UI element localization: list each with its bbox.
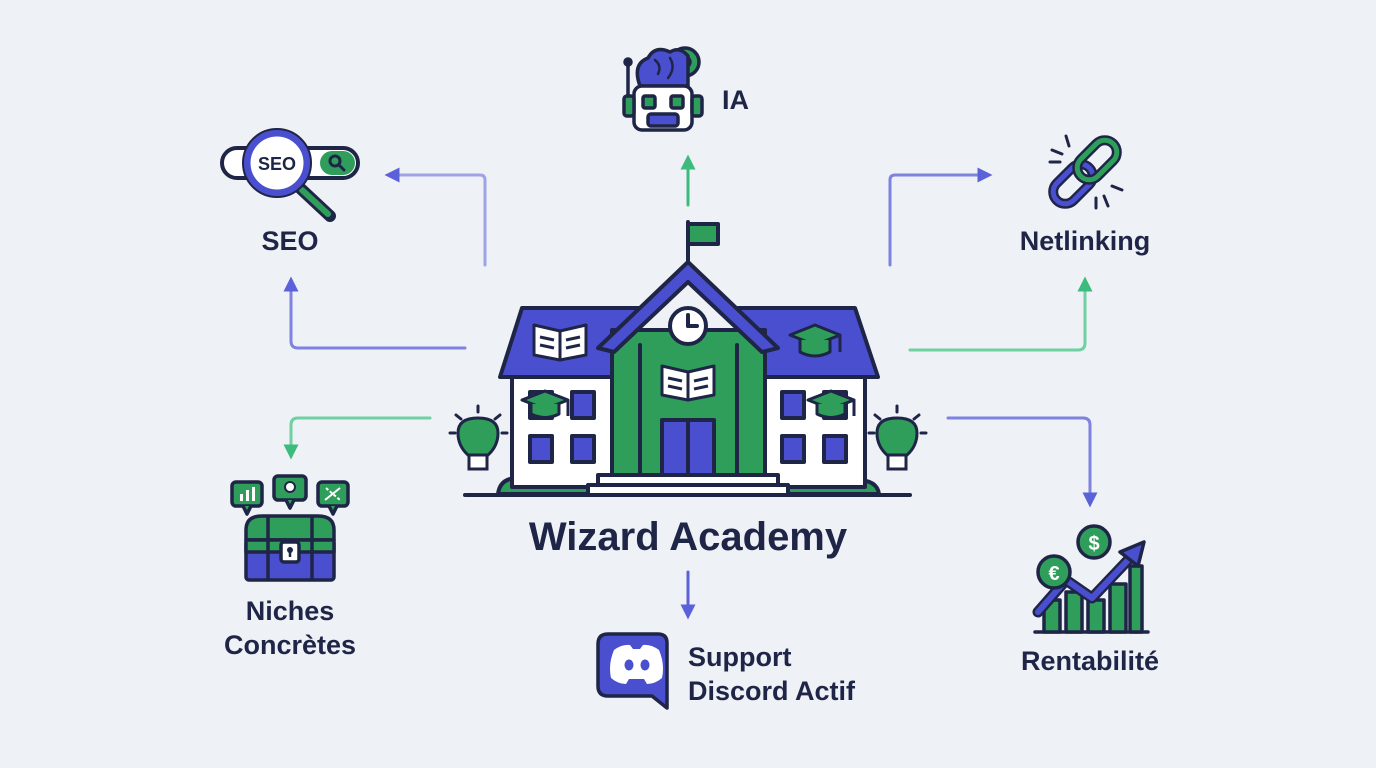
svg-text:€: € [1048,563,1059,585]
open-book-icon [532,323,588,362]
arrow-to-seo-lower [283,276,467,350]
open-book-icon [660,364,716,402]
node-label-discord: Support Discord Actif [688,640,855,708]
node-label-ia: IA [722,85,749,115]
discord-icon [596,632,669,710]
graduation-cap-icon [788,323,842,358]
school-building-icon [463,220,912,497]
node-label-niches-line1: Niches [245,596,335,626]
connectors [283,154,1098,620]
center-title: Wizard Academy [528,515,848,559]
seo-search-icon: SEO [220,128,360,222]
arrow-to-niches [283,416,432,460]
chain-link-icon [1048,134,1124,210]
lightbulb-icon [448,404,509,471]
seo-badge-text: SEO [258,154,296,174]
node-label-netlinking: Netlinking [1019,226,1151,256]
growth-chart-icon: € $ [1032,524,1150,634]
arrow-to-seo-upper [384,167,487,267]
node-label-discord-line2: Discord Actif [688,676,856,706]
svg-text:$: $ [1088,533,1099,555]
clock-icon [668,306,708,346]
graduation-cap-icon [520,389,570,419]
node-label-rentabilite: Rentabilité [1020,646,1160,676]
treasure-chest-icon [230,474,350,582]
arrow-to-netlinking-upper [888,167,993,267]
node-label-seo: SEO [261,226,319,256]
node-label-discord-line1: Support [688,642,792,672]
node-label-niches: Niches Concrètes [200,594,380,662]
node-label-niches-line2: Concrètes [223,630,357,660]
graduation-cap-icon [806,389,856,419]
arrow-to-netlinking-lower [908,276,1093,352]
arrow-to-rentabilite [946,416,1098,508]
flag-icon [686,222,720,246]
robot-brain-icon [622,46,704,132]
lightbulb-icon [867,404,928,471]
